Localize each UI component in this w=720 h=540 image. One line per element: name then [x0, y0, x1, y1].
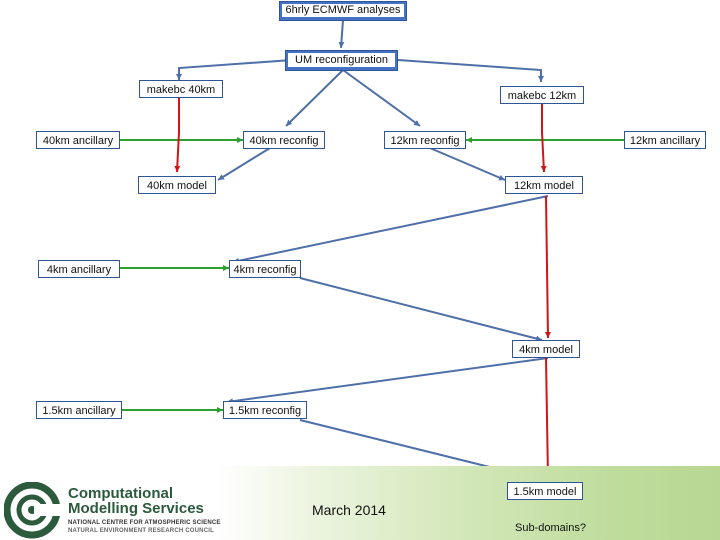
arrow-reconfig12-to-model12: [429, 147, 506, 181]
arrow-reconfig40-to-model40: [217, 147, 271, 181]
arrow-makebc12-to-model12: [540, 104, 547, 173]
node-12km-reconfig: 12km reconfig: [384, 131, 466, 149]
logo-subtitle-nerc: NATURAL ENVIRONMENT RESEARCH COUNCIL: [68, 528, 214, 534]
logo-subtitle-ncas: NATIONAL CENTRE FOR ATMOSPHERIC SCIENCE: [68, 520, 221, 526]
arrow-model12-to-reconfig4: [232, 195, 549, 264]
node-40km-reconfig: 40km reconfig: [243, 131, 325, 149]
cms-logo-icon: [4, 482, 62, 539]
node-12km-ancillary: 12km ancillary: [624, 131, 706, 149]
arrow-um-to-makebc12: [397, 59, 544, 82]
arrow-model4-to-reconfig15: [226, 357, 549, 405]
subdomains-label: Sub-domains?: [515, 522, 586, 534]
logo-title-line1: Computational: [68, 485, 173, 502]
footer-band: [0, 466, 720, 540]
cms-logo: Computational Modelling Services NATIONA…: [68, 486, 221, 535]
node-um-reconfiguration: UM reconfiguration: [285, 50, 398, 71]
logo-title-line2: Modelling Services: [68, 500, 204, 517]
arrow-makebc40-to-model40: [174, 98, 181, 173]
node-12km-model: 12km model: [505, 176, 583, 194]
node-1-5km-ancillary: 1.5km ancillary: [36, 401, 122, 419]
node-40km-model: 40km model: [138, 176, 216, 194]
arrow-model4-to-model15: [544, 357, 551, 479]
node-40km-ancillary: 40km ancillary: [36, 131, 120, 149]
node-4km-reconfig: 4km reconfig: [229, 260, 301, 278]
node-1-5km-reconfig: 1.5km reconfig: [223, 401, 307, 419]
node-1-5km-model: 1.5km model: [507, 482, 583, 500]
date-label: March 2014: [312, 502, 386, 518]
arrow-um-to-reconfig12: [342, 69, 421, 127]
arrow-ecmwf-to-um: [338, 19, 345, 49]
arrow-um-to-reconfig40: [285, 69, 344, 127]
node-makebc-12km: makebc 12km: [500, 86, 584, 104]
arrow-um-to-makebc40: [176, 59, 293, 80]
arrow-reconfig4-to-model4: [299, 277, 543, 342]
node-4km-model: 4km model: [512, 340, 580, 358]
node-ecmwf-analyses: 6hrly ECMWF analyses: [279, 1, 407, 21]
arrow-model12-to-model4: [544, 195, 551, 339]
node-4km-ancillary: 4km ancillary: [38, 260, 120, 278]
node-makebc-40km: makebc 40km: [139, 80, 223, 98]
